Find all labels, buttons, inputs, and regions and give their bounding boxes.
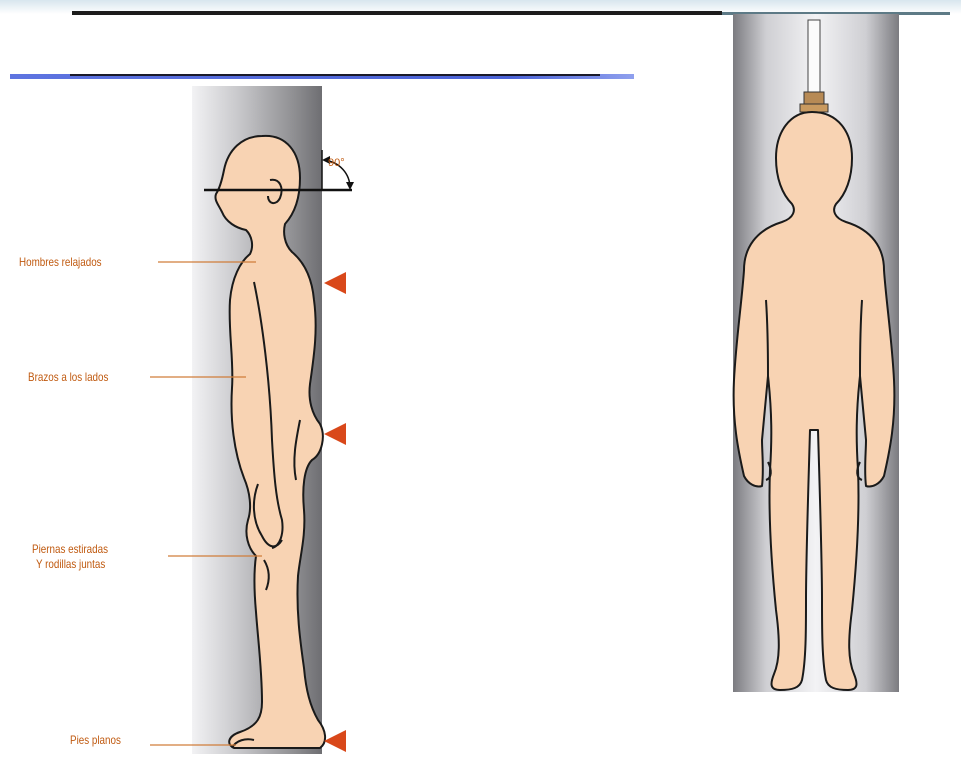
marker-shoulder <box>324 272 346 294</box>
legs-label-line2: Y rodillas juntas <box>36 557 105 571</box>
header-line-dark <box>72 11 722 15</box>
headpiece-block <box>800 104 828 112</box>
arms-label: Brazos a los lados <box>28 370 108 384</box>
legs-label-line1: Piernas estiradas <box>32 542 108 556</box>
feet-label: Pies planos <box>70 733 121 747</box>
marker-heels <box>324 730 346 752</box>
marker-buttocks <box>324 423 346 445</box>
headpiece-rod <box>808 20 820 94</box>
blue-rule-dark <box>70 74 600 76</box>
shoulders-label: Hombres relajados <box>19 255 102 269</box>
contact-markers <box>324 272 346 752</box>
angle-label: 90° <box>328 157 345 169</box>
